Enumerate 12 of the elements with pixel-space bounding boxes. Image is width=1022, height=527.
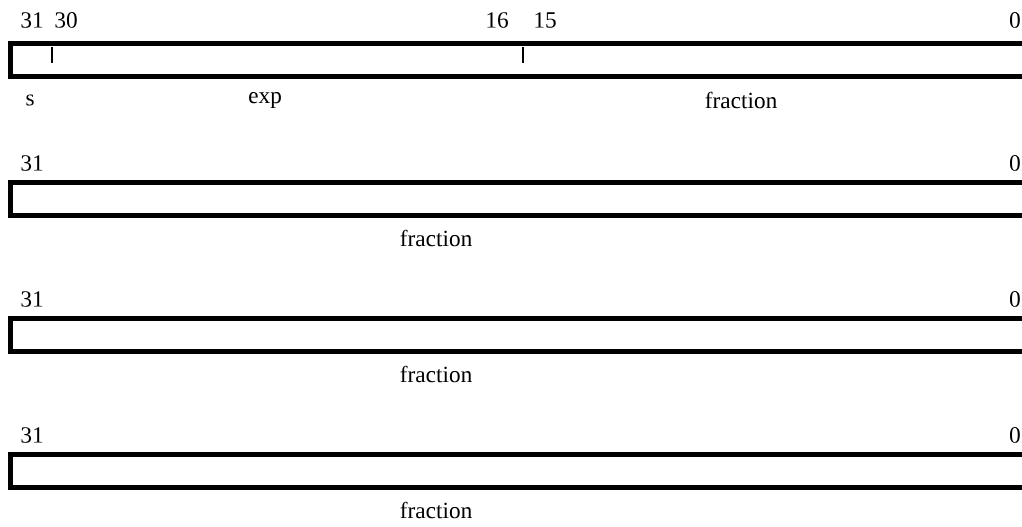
bit-number: 0 (1009, 427, 1020, 443)
field-label: fraction (400, 501, 472, 519)
field-label: fraction (400, 365, 472, 383)
field-label: s (26, 94, 34, 106)
bit-number: 31 (21, 291, 43, 307)
field-label: fraction (400, 229, 472, 247)
bit-number: 31 (21, 155, 43, 171)
bit-number: 0 (1009, 291, 1020, 307)
field-label: exp (249, 92, 281, 108)
field-label: fraction (705, 91, 777, 109)
bit-number: 31 (21, 427, 43, 443)
bit-number: 0 (1009, 155, 1020, 171)
